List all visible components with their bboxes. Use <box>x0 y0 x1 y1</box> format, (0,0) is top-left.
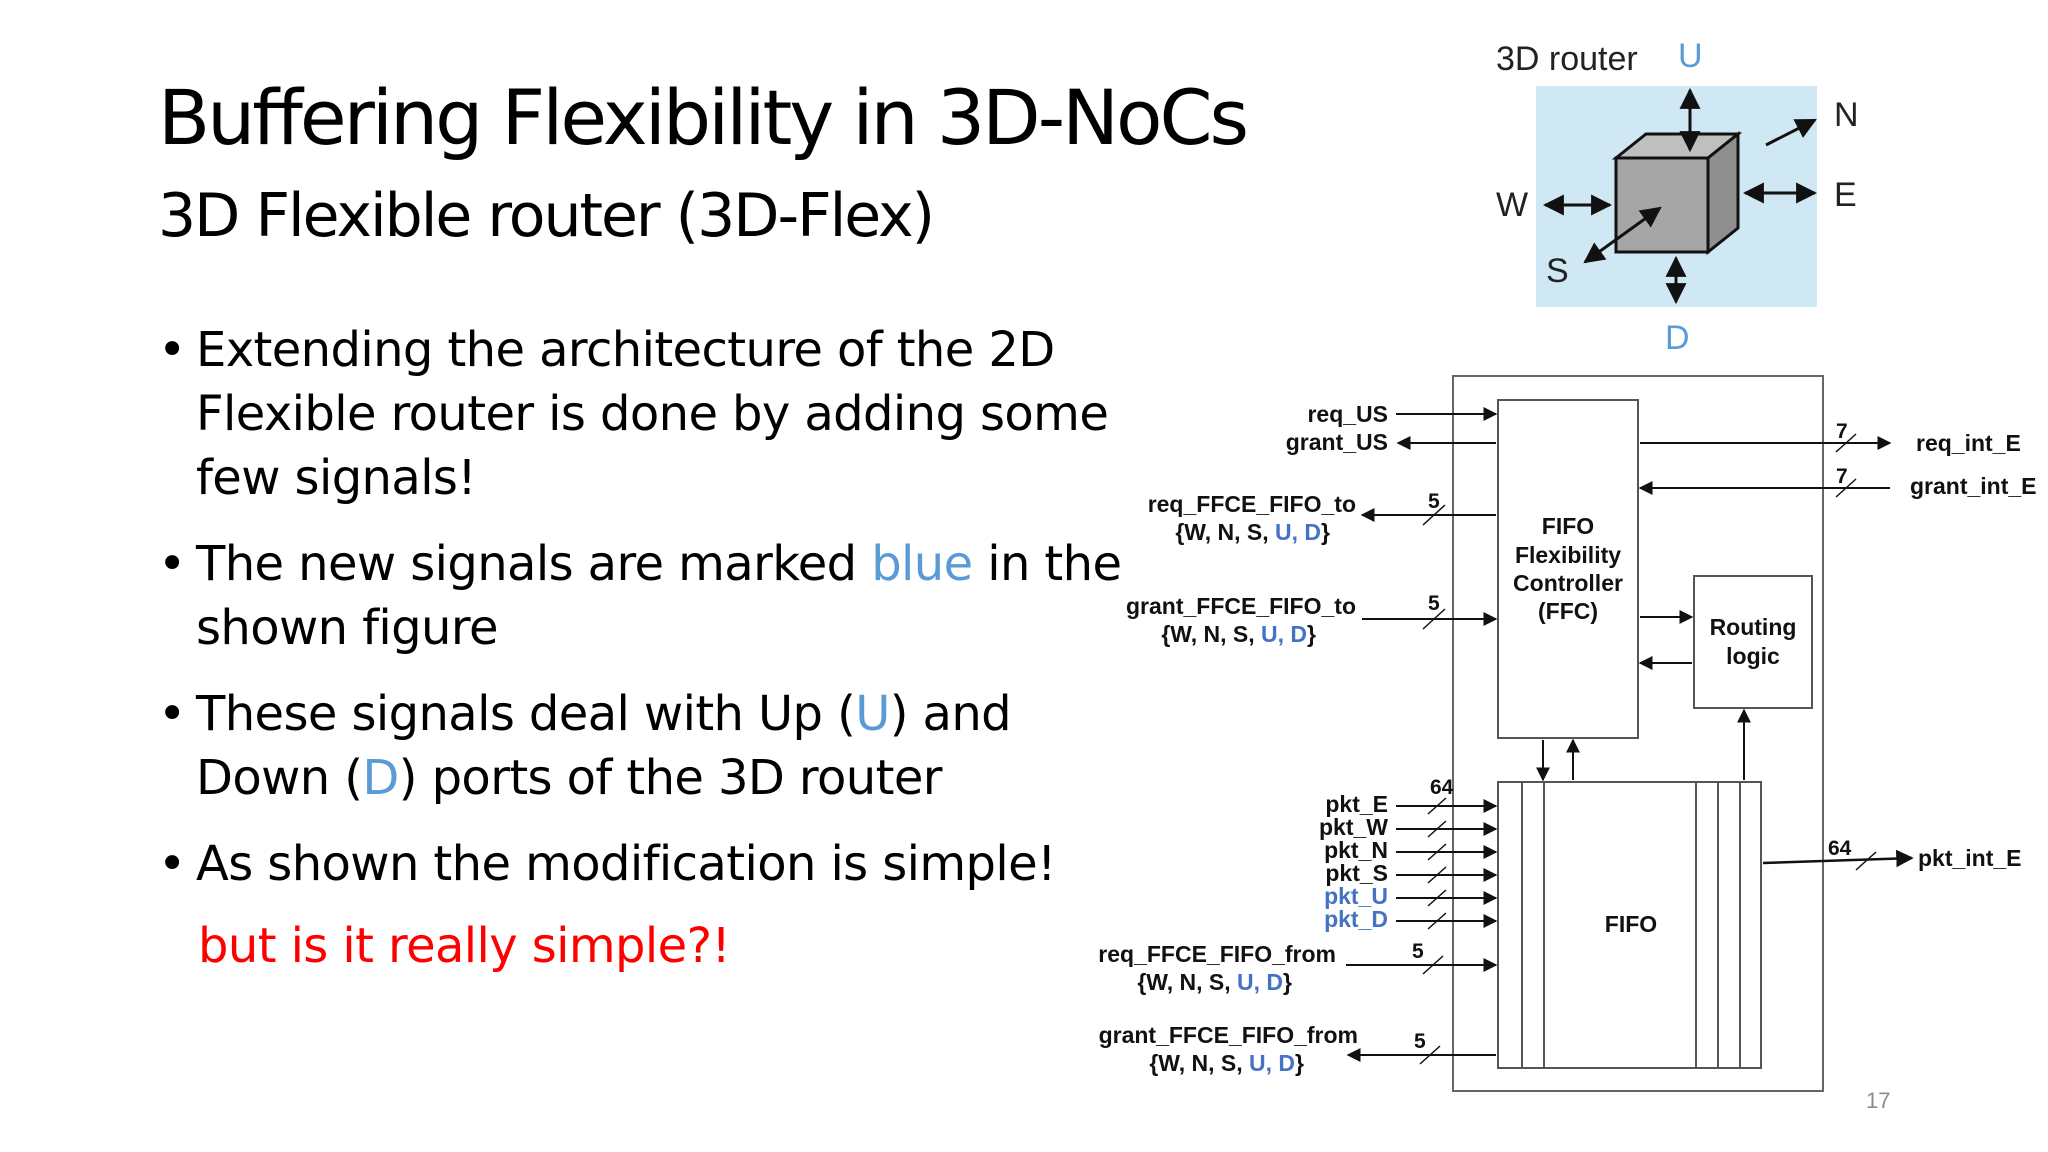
width-label: 64 <box>1828 837 1852 860</box>
bullet-dot-icon: • <box>158 322 186 378</box>
signal-set-grant-ffce-from: {W, N, S, U, D} <box>1149 1050 1304 1076</box>
signal-grant-us: grant_US <box>1286 429 1388 455</box>
ffc-line-4: (FFC) <box>1538 598 1598 624</box>
signal-set-req-ffce-to: {W, N, S, U, D} <box>1175 519 1330 545</box>
width-label: 5 <box>1412 940 1424 963</box>
bullet-dot-icon: • <box>158 686 186 742</box>
signal-pkt-s: pkt_S <box>1325 860 1388 886</box>
bullet-item: • The new signals are marked blue in the… <box>158 532 1138 660</box>
slide-title: Buffering Flexibility in 3D-NoCs <box>158 73 1249 162</box>
cube-title: 3D router <box>1496 40 1638 78</box>
pkt-inputs: pkt_E pkt_W pkt_N pkt_S pkt_U pkt_D <box>1319 791 1498 932</box>
ffc-line-1: FIFO <box>1542 513 1594 539</box>
signal-req-int-e: req_int_E <box>1916 430 2021 456</box>
cube-icon <box>1611 130 1743 256</box>
page-number: 17 <box>1866 1088 1891 1113</box>
signal-pkt-u: pkt_U <box>1324 883 1388 909</box>
width-label: 7 <box>1836 465 1848 488</box>
south-arrow-icon <box>1583 206 1662 264</box>
cube-label-south: S <box>1546 252 1569 290</box>
signal-pkt-e: pkt_E <box>1325 791 1388 817</box>
ffc-line-2: Flexibility <box>1515 542 1621 568</box>
cube-label-north: N <box>1834 96 1859 134</box>
signal-grant-ffce-fifo-to: grant_FFCE_FIFO_to <box>1126 593 1356 619</box>
width-label: 7 <box>1836 420 1848 443</box>
cube-label-down: D <box>1665 319 1690 357</box>
bullet-dot-icon: • <box>158 836 186 892</box>
signal-req-us: req_US <box>1307 401 1388 427</box>
ffc-line-3: Controller <box>1513 570 1623 596</box>
signal-grant-ffce-fifo-from: grant_FFCE_FIFO_from <box>1099 1022 1358 1048</box>
signal-pkt-n: pkt_N <box>1324 837 1388 863</box>
signal-grant-int-e: grant_int_E <box>1910 473 2037 499</box>
bullet-dot-icon: • <box>158 536 186 592</box>
signal-set-req-ffce-from: {W, N, S, U, D} <box>1137 969 1292 995</box>
signal-pkt-d: pkt_D <box>1324 906 1388 932</box>
routing-line-2: logic <box>1726 643 1780 669</box>
bullet-item: • Extending the architecture of the 2D F… <box>158 318 1138 510</box>
north-arrow-icon <box>1765 118 1817 147</box>
width-label: 64 <box>1430 776 1454 799</box>
cube-label-east: E <box>1834 176 1857 214</box>
fifo-label: FIFO <box>1605 911 1657 937</box>
cube-label-west: W <box>1496 186 1528 224</box>
bullet-item: • These signals deal with Up (U) and Dow… <box>158 682 1138 810</box>
blue-word: blue <box>871 536 973 592</box>
tagline: but is it really simple?! <box>198 918 731 974</box>
width-label: 5 <box>1414 1030 1426 1053</box>
signal-set-grant-ffce-to: {W, N, S, U, D} <box>1161 621 1316 647</box>
routing-line-1: Routing <box>1710 614 1797 640</box>
width-label: 5 <box>1428 592 1440 615</box>
bullet-item: • As shown the modification is simple! <box>158 832 1138 896</box>
cube-diagram: 3D router U N E W S D <box>1496 37 1859 357</box>
ffc-block <box>1497 399 1639 739</box>
signal-req-ffce-fifo-to: req_FFCE_FIFO_to <box>1148 491 1356 517</box>
routing-logic-block <box>1693 575 1813 709</box>
cube-label-up: U <box>1678 37 1703 75</box>
router-block-diagram: FIFO Flexibility Controller (FFC) Routin… <box>1098 375 2037 1092</box>
bullet-list: • Extending the architecture of the 2D F… <box>158 318 1138 918</box>
slide-subtitle: 3D Flexible router (3D-Flex) <box>158 181 935 251</box>
width-label: 5 <box>1428 490 1440 513</box>
signal-req-ffce-fifo-from: req_FFCE_FIFO_from <box>1098 941 1336 967</box>
router-outline <box>1452 375 1824 1092</box>
signal-pkt-w: pkt_W <box>1319 814 1388 840</box>
signal-pkt-int-e: pkt_int_E <box>1918 845 2022 871</box>
